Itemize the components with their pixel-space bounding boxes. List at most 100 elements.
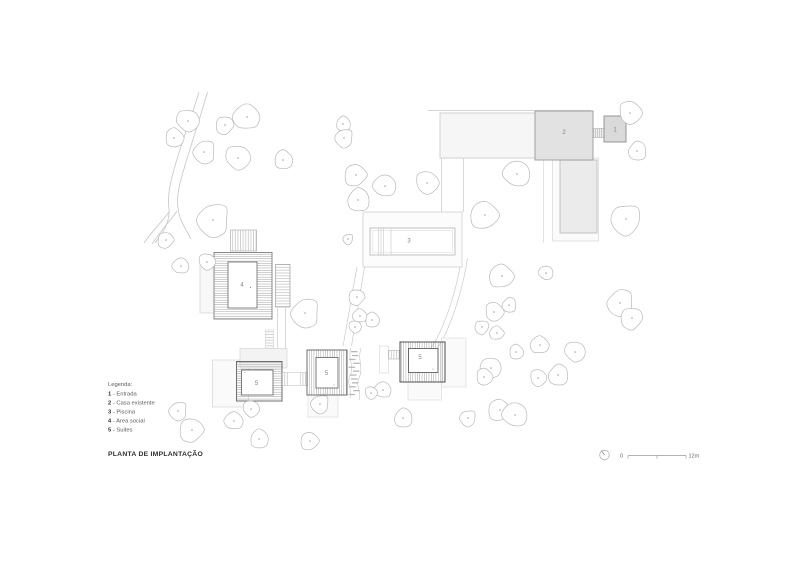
tree <box>372 174 397 197</box>
legend-item: 3 - Piscina <box>108 410 136 416</box>
tree-trunk-dot <box>342 123 344 125</box>
tree-trunk-dot <box>304 312 306 314</box>
building-casa-existente <box>534 110 594 161</box>
stepping-stone <box>348 366 356 368</box>
legend-item: 2 - Casa existente <box>108 401 155 407</box>
tree-trunk-dot <box>539 344 541 346</box>
building-entrada <box>603 115 627 143</box>
tree-trunk-dot <box>370 392 372 394</box>
stepping-stone <box>351 378 358 380</box>
tree-trunk-dot <box>508 304 510 306</box>
entrance-bridge <box>593 128 605 138</box>
stepping-stone <box>353 390 360 392</box>
tree <box>530 369 548 387</box>
door-mark <box>244 372 246 373</box>
tree <box>274 149 294 170</box>
building-suite-a <box>241 369 274 396</box>
tree-trunk-dot <box>237 157 239 159</box>
tree-trunk-dot <box>177 410 179 412</box>
tree-trunk-dot <box>250 408 252 410</box>
slope-steps <box>265 329 274 349</box>
tree-trunk-dot <box>382 389 384 391</box>
tree-trunk-dot <box>483 376 485 378</box>
tree <box>619 101 643 125</box>
tree-trunk-dot <box>173 137 175 139</box>
legend-heading: Legenda: <box>108 382 133 388</box>
tree-trunk-dot <box>206 261 208 263</box>
corridor-rungs-right <box>300 372 308 386</box>
pool-inner-line <box>372 230 453 253</box>
tree <box>215 116 235 135</box>
tree-trunk-dot <box>515 351 517 353</box>
tree <box>168 402 187 422</box>
tree <box>485 301 505 322</box>
tree-trunk-dot <box>356 296 358 298</box>
tree <box>223 411 244 430</box>
tree <box>416 171 440 195</box>
tree-trunk-dot <box>516 173 518 175</box>
tree <box>171 257 190 274</box>
tree-trunk-dot <box>496 332 498 334</box>
existing-house-wing <box>559 159 598 234</box>
label-piscina: 3 <box>407 239 411 245</box>
tree-trunk-dot <box>246 116 248 118</box>
scale-max: 12m <box>689 454 700 460</box>
trees-layer <box>157 101 646 451</box>
tree-trunk-dot <box>490 367 492 369</box>
stepping-stone <box>349 386 356 388</box>
building-labels: 1 2 3 4 5 5 5 <box>240 128 617 388</box>
stepping-stone <box>348 393 356 396</box>
tree-trunk-dot <box>629 112 631 114</box>
suite-c-landing <box>379 345 389 374</box>
tree-trunk-dot <box>484 214 486 216</box>
page-title: PLANTA DE IMPLANTAÇÃO <box>108 449 203 458</box>
pool <box>369 227 456 256</box>
tree-trunk-dot <box>501 275 503 277</box>
tree-trunk-dot <box>636 150 638 152</box>
stepping-stone <box>353 362 360 364</box>
pool-steps <box>378 228 392 255</box>
tree <box>290 298 318 329</box>
stepping-stone <box>351 382 359 384</box>
entrance-bridge-rungs <box>595 129 602 137</box>
tree-trunk-dot <box>499 409 501 411</box>
suite-a-group <box>212 348 288 408</box>
corridor-rungs-left <box>282 372 290 386</box>
tree-trunk-dot <box>191 429 193 431</box>
stepping-stone <box>351 351 358 353</box>
tree-trunk-dot <box>631 317 633 319</box>
scale-bar-line <box>627 455 687 459</box>
tree <box>501 160 531 187</box>
label-entrada: 1 <box>613 128 617 134</box>
tree-trunk-dot <box>514 414 516 416</box>
existing-house-roof <box>439 112 536 159</box>
building-area-social <box>227 261 258 309</box>
label-suite-c: 5 <box>418 355 422 361</box>
scale-zero: 0 <box>620 454 623 460</box>
tree-trunk-dot <box>212 219 214 221</box>
tree <box>501 402 528 427</box>
tree <box>310 395 329 415</box>
stepping-stones <box>348 347 362 401</box>
tree-trunk-dot <box>355 174 357 176</box>
tree-trunk-dot <box>481 326 483 328</box>
tree-trunk-dot <box>187 120 189 122</box>
tree <box>476 367 494 386</box>
tree-trunk-dot <box>574 351 576 353</box>
tree <box>509 343 525 360</box>
tree-trunk-dot <box>203 151 205 153</box>
tree <box>231 103 261 129</box>
stepping-stone <box>349 358 356 361</box>
tree-trunk-dot <box>309 440 311 442</box>
tree-trunk-dot <box>537 377 539 379</box>
existing-house-group <box>439 110 627 242</box>
door-mark <box>249 286 252 289</box>
tree <box>336 115 351 132</box>
tree-trunk-dot <box>319 403 321 405</box>
area-social-upper-deck <box>230 229 257 252</box>
tree <box>347 187 370 212</box>
label-suite-b: 5 <box>325 371 329 377</box>
